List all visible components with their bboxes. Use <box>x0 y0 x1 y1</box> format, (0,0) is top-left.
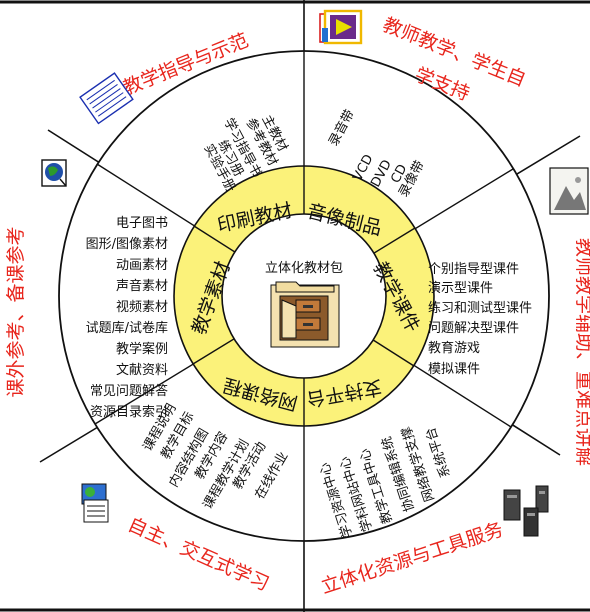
center-label: 立体化教材包 <box>265 260 343 276</box>
courseware-item: 问题解决型课件 <box>428 321 519 336</box>
globe-icon <box>41 159 67 187</box>
material-item: 视频素材 <box>116 300 168 315</box>
material-item: 常见问题解答 <box>90 383 168 399</box>
computer-document-icon <box>81 483 109 523</box>
server-icon <box>503 485 549 537</box>
outer-label-teaching-aid: 教师教学辅助、重难点讲解 <box>573 238 590 466</box>
material-item: 电子图书 <box>116 216 168 231</box>
courseware-items-group: 个别指导型课件 演示型课件 练习和测试型课件 问题解决型课件 教育游戏 模拟课件 <box>428 262 532 377</box>
courseware-item: 个别指导型课件 <box>428 262 519 277</box>
material-item: 声音素材 <box>116 278 168 294</box>
material-item: 教学案例 <box>116 341 168 357</box>
document-icon <box>79 72 134 125</box>
picture-icon <box>549 167 589 215</box>
material-item: 试题库/试卷库 <box>86 320 168 336</box>
courseware-item: 教育游戏 <box>428 340 480 356</box>
outer-label-extracurricular: 课外参考、备课参考 <box>5 226 27 397</box>
file-cabinet-icon <box>270 281 340 348</box>
courseware-item: 演示型课件 <box>428 280 493 296</box>
media-player-icon <box>319 9 363 45</box>
material-item: 资源目录索引 <box>90 405 168 420</box>
material-item: 文献资料 <box>116 363 168 378</box>
courseware-item: 练习和测试型课件 <box>428 301 532 316</box>
material-item: 动画素材 <box>116 258 168 273</box>
courseware-item: 模拟课件 <box>428 362 480 377</box>
material-items-group: 电子图书 图形/图像素材 动画素材 声音素材 视频素材 试题库/试卷库 教学案例… <box>86 216 168 420</box>
material-item: 图形/图像素材 <box>86 237 168 252</box>
